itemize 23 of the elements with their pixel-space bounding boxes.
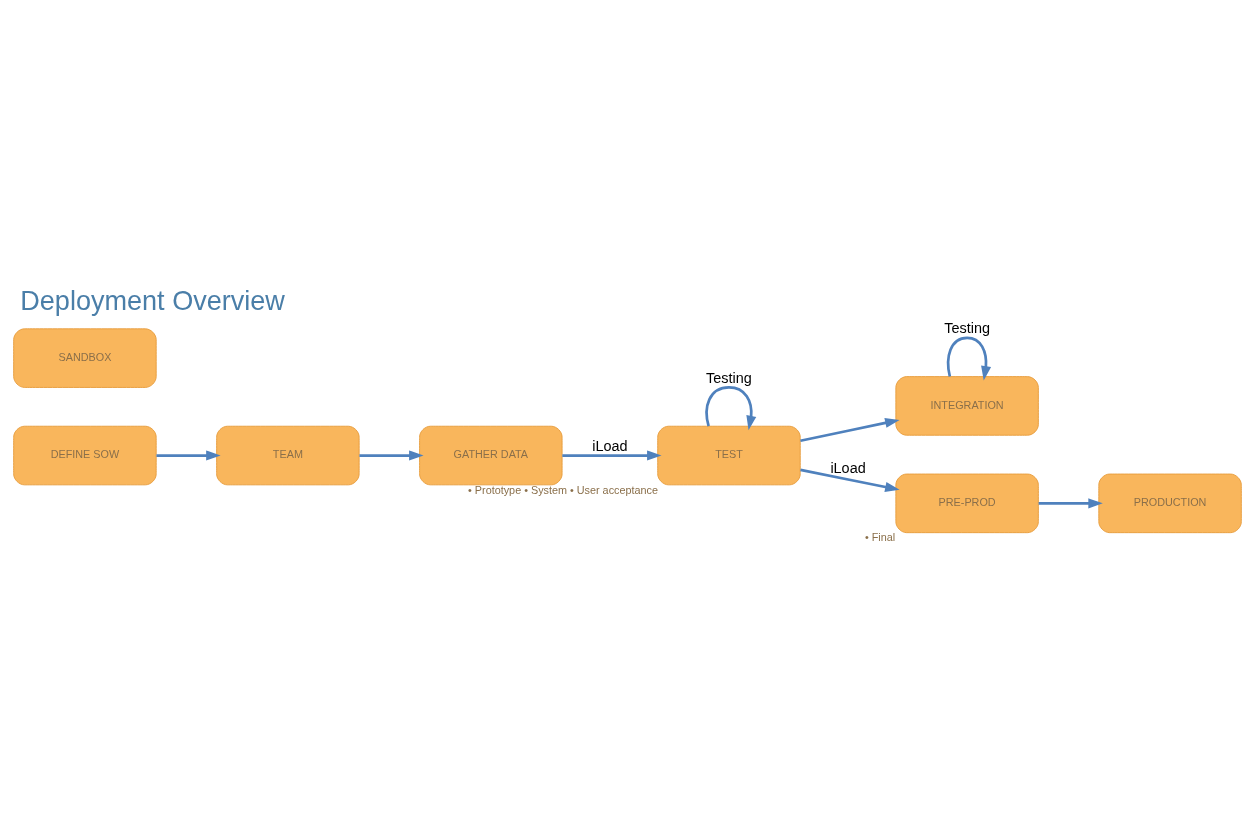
node-box: TEST [657,425,801,486]
arrow [359,450,424,461]
node-box: PRE-PROD [895,473,1039,534]
node-box: GATHER DATA [419,425,563,486]
node-box: INTEGRATION [895,376,1039,436]
arrow [1038,498,1103,509]
node-box: PRODUCTION [1098,473,1242,534]
node-label: • Prototype • System • User acceptance [468,483,658,496]
node-label: • Final [864,531,896,544]
diagram-title: Deployment Overview [20,285,285,316]
arrow [800,468,900,492]
edge-label: iLoad [592,437,628,454]
arrow [156,450,221,461]
node-box: DEFINE SOW [13,425,157,486]
node-box: TEAM [216,425,360,486]
node-box: SANDBOX [13,328,157,388]
edge-label: iLoad [830,459,866,476]
edge-label: Testing [944,320,990,337]
arrow [705,386,757,431]
arrow [562,450,662,461]
arrow [800,417,900,443]
edge-label: Testing [706,369,752,386]
arrow [946,336,992,381]
